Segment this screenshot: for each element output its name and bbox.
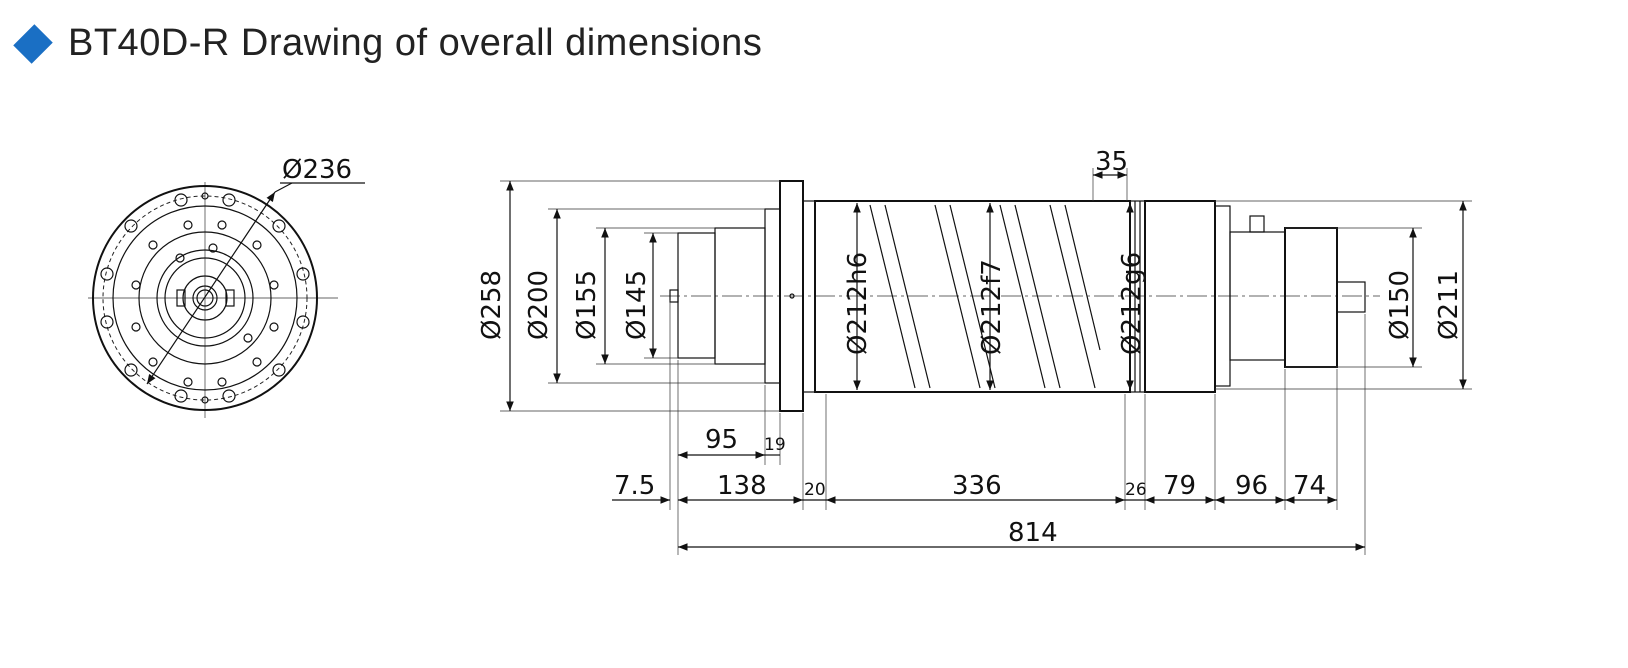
front-view: Ø236 <box>88 155 365 418</box>
dim-d200: Ø200 <box>524 270 554 340</box>
dim-l7-5: 7.5 <box>614 471 655 501</box>
dim-l336: 336 <box>952 471 1002 501</box>
dim-l35: 35 <box>1095 147 1128 177</box>
dim-l95: 95 <box>705 425 738 455</box>
dim-d212h6: Ø212h6 <box>843 252 873 355</box>
dim-d258: Ø258 <box>477 270 507 340</box>
spiral-grooves <box>869 204 1101 389</box>
length-dimension-lines <box>612 171 1365 551</box>
dim-d212g6: Ø212g6 <box>1117 252 1147 355</box>
dim-l26: 26 <box>1125 480 1147 500</box>
dim-d211: Ø211 <box>1434 270 1464 340</box>
page-title: BT40D-R Drawing of overall dimensions <box>13 22 763 65</box>
dim-d145: Ø145 <box>622 270 652 340</box>
dim-l19: 19 <box>764 435 786 455</box>
dim-d212f7: Ø212f7 <box>977 259 1007 355</box>
diameter-dimension-lines <box>506 181 1467 411</box>
dim-l814: 814 <box>1008 518 1058 548</box>
title-text: BT40D-R Drawing of overall dimensions <box>68 22 763 64</box>
dim-l138: 138 <box>717 471 767 501</box>
dim-l96: 96 <box>1235 471 1268 501</box>
side-view <box>660 180 1380 412</box>
dim-d150: Ø150 <box>1385 270 1415 340</box>
dim-l79: 79 <box>1163 471 1196 501</box>
dim-l20: 20 <box>804 480 826 500</box>
dim-l74: 74 <box>1293 471 1326 501</box>
dim-d155: Ø155 <box>572 270 602 340</box>
front-diameter-label: Ø236 <box>282 155 352 185</box>
extension-lines <box>500 168 1472 555</box>
